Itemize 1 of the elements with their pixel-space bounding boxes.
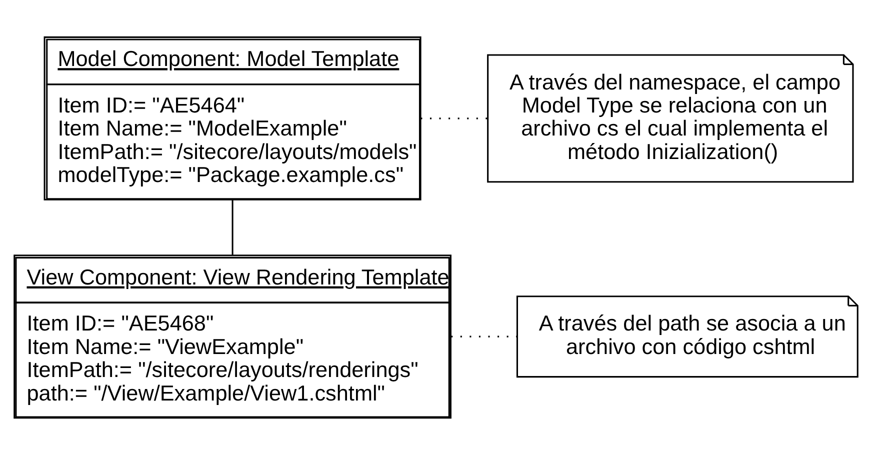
connector — [232, 200, 234, 255]
